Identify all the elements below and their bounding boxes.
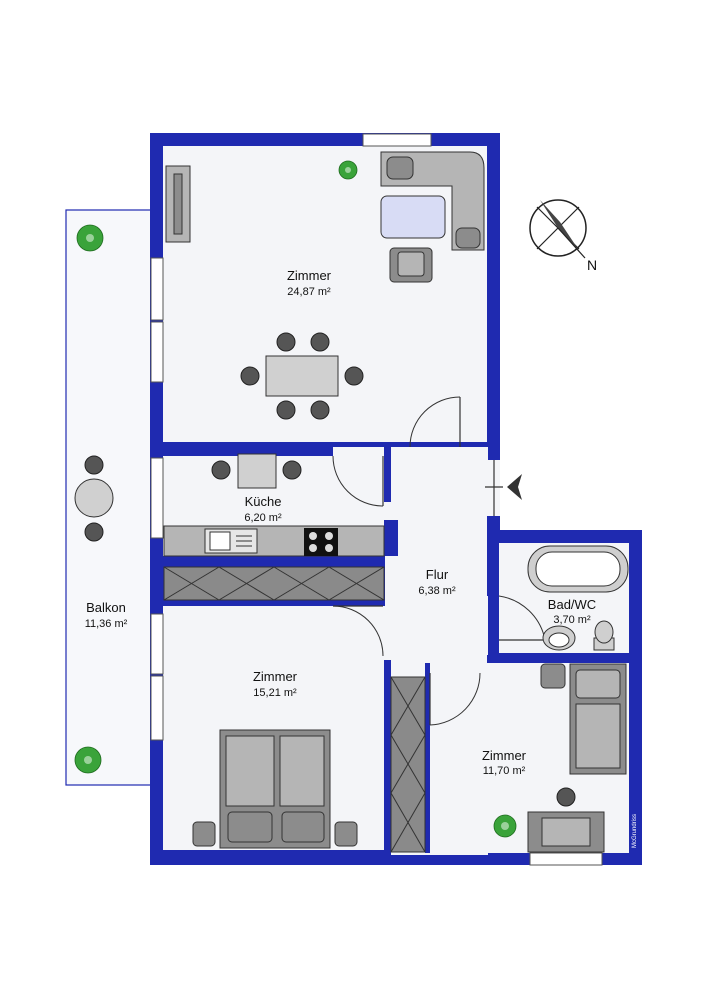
nightstand-right xyxy=(334,821,358,847)
bathtub-icon xyxy=(527,545,629,593)
plant-icon xyxy=(338,160,358,180)
doors xyxy=(332,396,546,726)
nightstand-left xyxy=(192,821,216,847)
wardrobe-icon xyxy=(163,566,385,601)
window-left-2 xyxy=(150,321,164,383)
balcony-table-icon xyxy=(74,455,114,542)
stove-icon xyxy=(304,528,338,556)
credit-label: McGrundriss xyxy=(632,814,638,848)
sofa-icon xyxy=(380,151,485,251)
kitchen-table-icon xyxy=(211,453,302,489)
label-balkon-area: 11,36 m² xyxy=(85,618,128,630)
radiator-icon xyxy=(165,165,191,243)
label-balkon-name: Balkon xyxy=(86,600,126,615)
plant-icon xyxy=(76,224,104,252)
label-flur-name: Flur xyxy=(426,567,449,582)
plant-icon xyxy=(493,814,517,838)
window-kueche xyxy=(150,457,164,539)
coffee-table xyxy=(380,195,446,239)
compass-icon xyxy=(529,199,587,259)
washbasin-icon xyxy=(542,625,576,651)
window-zimmer-middle-1 xyxy=(150,613,164,675)
window-zimmer-right xyxy=(529,852,603,866)
toilet-icon xyxy=(593,620,615,651)
label-zimmer-right-name: Zimmer xyxy=(482,748,527,763)
interior-walls xyxy=(163,442,629,855)
window-top xyxy=(362,133,432,147)
plant-icon xyxy=(74,746,102,774)
label-kueche-area: 6,20 m² xyxy=(244,512,282,524)
single-bed-icon xyxy=(569,663,627,775)
nightstand-single xyxy=(540,663,566,689)
sink-icon xyxy=(204,528,258,554)
hall-wardrobe-icon xyxy=(390,676,426,853)
label-bad-name: Bad/WC xyxy=(548,597,596,612)
label-zimmer-middle-area: 15,21 m² xyxy=(253,687,297,699)
compass-label: N xyxy=(587,257,597,273)
entrance-arrow-icon xyxy=(507,474,522,500)
window-left-1 xyxy=(150,257,164,321)
label-bad-area: 3,70 m² xyxy=(553,614,591,626)
bed-icon xyxy=(219,729,331,849)
desk-icon xyxy=(527,811,605,853)
label-zimmer-top-area: 24,87 m² xyxy=(287,286,331,298)
desk-chair-icon xyxy=(556,787,576,807)
armchair-icon xyxy=(389,247,433,283)
label-kueche-name: Küche xyxy=(245,494,282,509)
label-zimmer-top-name: Zimmer xyxy=(287,268,332,283)
windows xyxy=(150,133,603,866)
dining-table-icon xyxy=(240,332,364,420)
label-flur-area: 6,38 m² xyxy=(418,585,456,597)
label-zimmer-middle-name: Zimmer xyxy=(253,669,298,684)
window-zimmer-middle-2 xyxy=(150,675,164,741)
label-zimmer-right-area: 11,70 m² xyxy=(483,765,526,777)
kitchen-counter xyxy=(163,525,385,557)
